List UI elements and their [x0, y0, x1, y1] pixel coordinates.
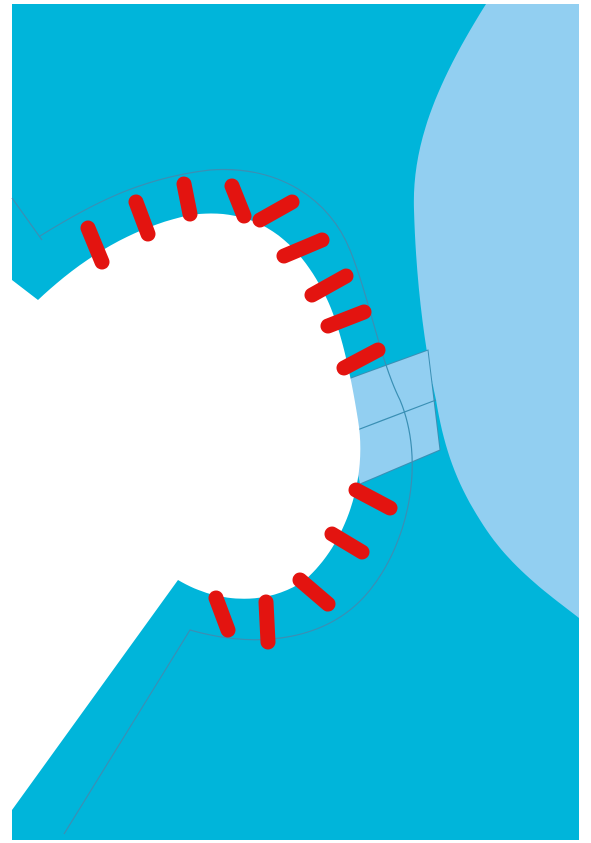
red-marker-3 — [184, 184, 190, 214]
red-marker-14 — [266, 602, 268, 642]
